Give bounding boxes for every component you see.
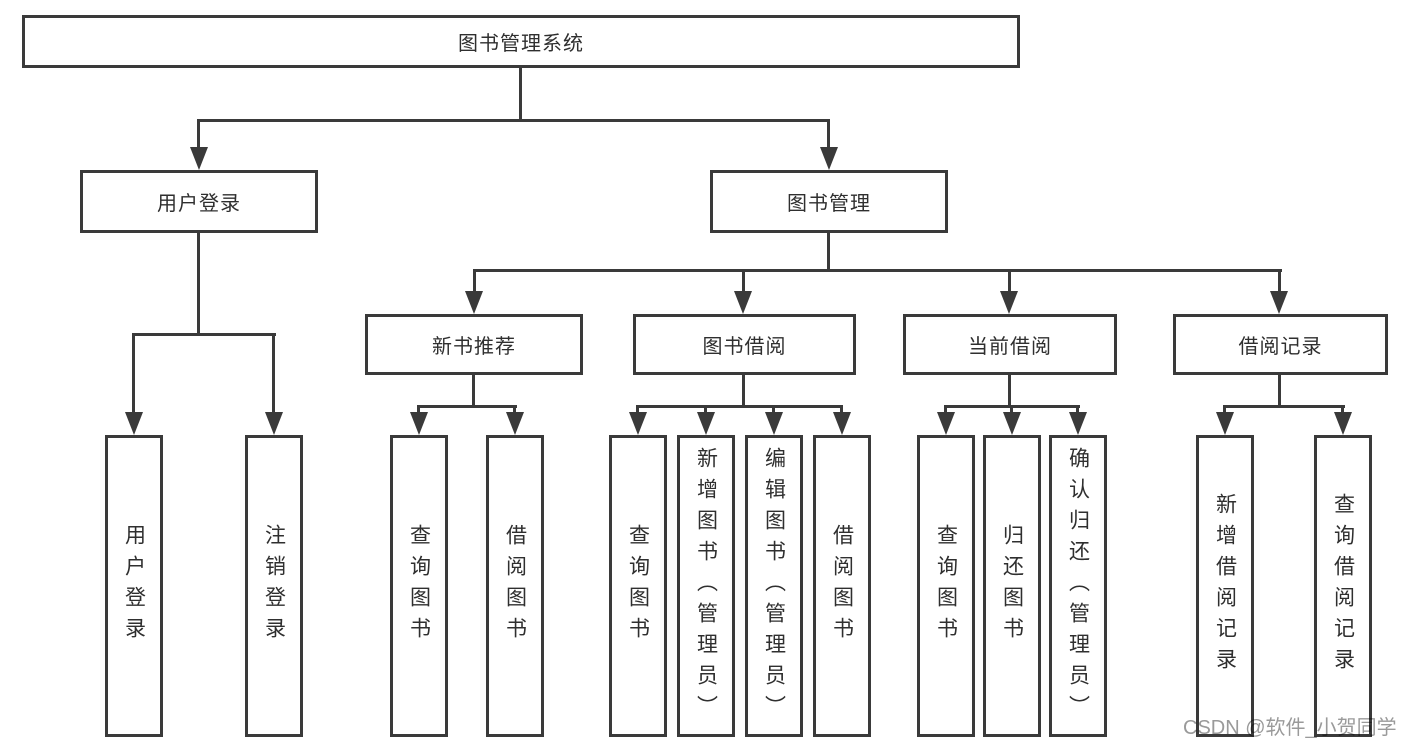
arrow-down-icon [1000,291,1018,314]
node-book-borrowing: 图书借阅 [633,314,856,375]
arrow-down-icon [1003,412,1021,435]
arrow-down-icon [265,412,283,435]
arrow-down-icon [697,412,715,435]
connector-line [1076,405,1079,417]
node-user-login: 用户登录 [80,170,318,233]
connector-line [197,119,200,151]
leaf-edit-book-admin: 编辑图书（管理员） [745,435,803,737]
arrow-down-icon [833,412,851,435]
arrow-down-icon [937,412,955,435]
connector-line [197,232,200,336]
leaf-add-borrow-record: 新增借阅记录 [1196,435,1254,737]
connector-line [827,232,830,272]
arrow-down-icon [190,147,208,170]
arrow-down-icon [1270,291,1288,314]
connector-line [772,405,775,417]
connector-line [519,66,522,122]
connector-line [827,119,830,151]
node-library-management-system: 图书管理系统 [22,15,1020,68]
node-book-management: 图书管理 [710,170,948,233]
leaf-add-book-admin: 新增图书（管理员） [677,435,735,737]
arrow-down-icon [410,412,428,435]
connector-line [1008,269,1011,294]
connector-line [1223,405,1226,417]
arrow-down-icon [1334,412,1352,435]
arrow-down-icon [1069,412,1087,435]
leaf-query-borrow-record: 查询借阅记录 [1314,435,1372,737]
connector-line [472,374,475,408]
connector-line [473,269,1282,272]
connector-line [417,405,420,417]
connector-line [197,119,830,122]
arrow-down-icon [820,147,838,170]
watermark: CSDN @软件_小贺同学 [1183,717,1397,739]
connector-line [1341,405,1344,417]
leaf-confirm-return-admin: 确认归还（管理员） [1049,435,1107,737]
arrow-down-icon [465,291,483,314]
connector-line [473,269,476,294]
connector-line [636,405,843,408]
arrow-down-icon [125,412,143,435]
node-borrowing-records: 借阅记录 [1173,314,1388,375]
arrow-down-icon [734,291,752,314]
leaf-query-books-current: 查询图书 [917,435,975,737]
leaf-query-books-recommend: 查询图书 [390,435,448,737]
leaf-borrow-books-borrowing: 借阅图书 [813,435,871,737]
connector-line [1223,405,1345,408]
connector-line [636,405,639,417]
arrow-down-icon [506,412,524,435]
connector-line [132,333,135,415]
leaf-return-books: 归还图书 [983,435,1041,737]
arrow-down-icon [629,412,647,435]
connector-line [1010,405,1013,417]
connector-line [1008,374,1011,408]
connector-line [704,405,707,417]
leaf-logout: 注销登录 [245,435,303,737]
connector-line [132,333,276,336]
connector-line [944,405,947,417]
leaf-borrow-books-recommend: 借阅图书 [486,435,544,737]
connector-line [1278,269,1281,294]
node-new-book-recommendation: 新书推荐 [365,314,583,375]
leaf-query-books-borrowing: 查询图书 [609,435,667,737]
connector-line [513,405,516,417]
connector-line [840,405,843,417]
node-current-borrowing: 当前借阅 [903,314,1117,375]
arrow-down-icon [1216,412,1234,435]
arrow-down-icon [765,412,783,435]
connector-line [742,269,745,294]
connector-line [1278,374,1281,408]
connector-line [742,374,745,408]
connector-line [417,405,517,408]
leaf-user-login: 用户登录 [105,435,163,737]
connector-line [272,333,275,415]
